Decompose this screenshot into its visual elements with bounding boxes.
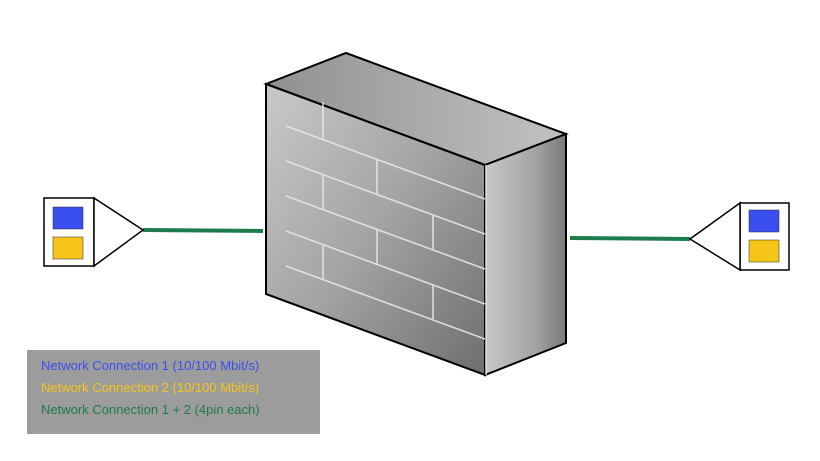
right-network-connector (688, 201, 790, 272)
legend-item-connection-both: Network Connection 1 + 2 (4pin each) (41, 402, 260, 417)
right-connection-line (569, 236, 691, 241)
network-port-1-icon (748, 209, 780, 233)
legend-item-connection-2: Network Connection 2 (10/100 Mbit/s) (41, 380, 260, 395)
legend: Network Connection 1 (10/100 Mbit/s) Net… (27, 350, 320, 434)
network-port-2-icon (748, 239, 780, 263)
network-port-1-icon (52, 206, 84, 230)
left-connection-line (142, 228, 264, 233)
legend-item-connection-1: Network Connection 1 (10/100 Mbit/s) (41, 358, 260, 373)
firewall-brick-wall-icon (263, 51, 569, 377)
network-port-2-icon (52, 236, 84, 260)
left-network-connector (43, 196, 145, 268)
